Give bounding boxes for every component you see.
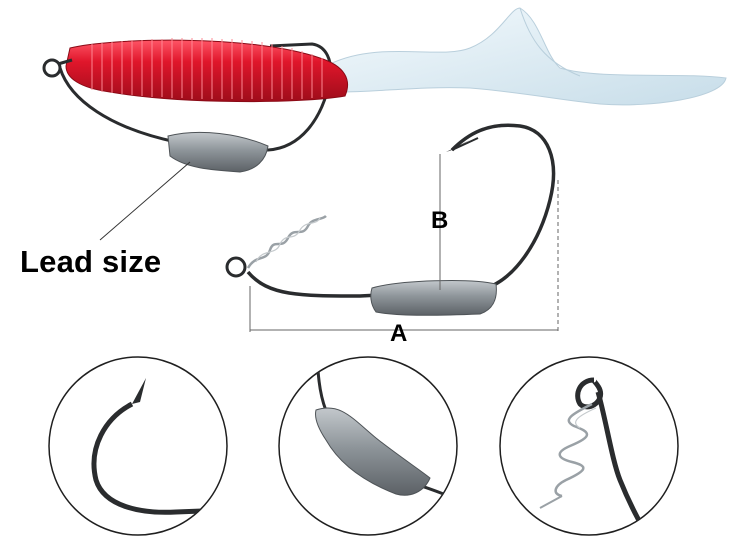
screw-spring xyxy=(246,214,327,269)
worm-body xyxy=(65,39,349,103)
rigged-worm xyxy=(42,7,727,241)
worm-lead-weight xyxy=(167,131,269,173)
bare-hook xyxy=(225,123,559,332)
bare-hook-wire xyxy=(246,123,556,298)
hook-eye xyxy=(42,58,62,78)
lead-size-label: Lead size xyxy=(20,244,162,279)
dimension-lines xyxy=(249,154,559,332)
lead-weight-detail xyxy=(278,356,458,536)
screw-spring-detail xyxy=(499,356,679,536)
dimension-a-label: A xyxy=(390,320,408,347)
hook-barb xyxy=(446,140,470,152)
bare-hook-lead-weight xyxy=(370,280,497,316)
dimension-b-label: B xyxy=(431,207,449,234)
lead-pointer-line xyxy=(99,161,191,241)
worm-hook-wire xyxy=(58,42,333,152)
detail-lead-weight xyxy=(315,407,431,496)
hook-point-detail xyxy=(48,356,228,536)
worm-tail xyxy=(329,7,727,106)
bare-hook-eye xyxy=(225,256,247,278)
